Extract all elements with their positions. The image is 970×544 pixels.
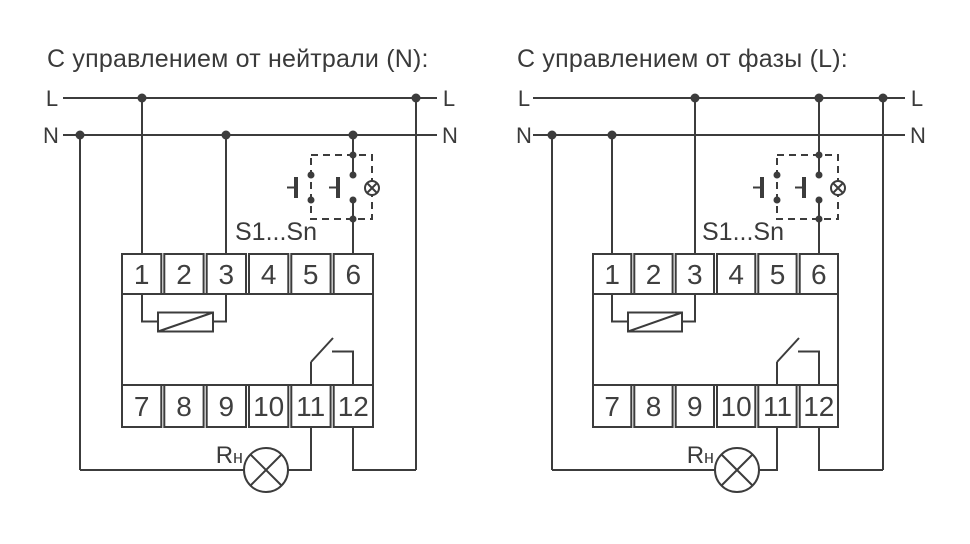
terminal-label: 5 bbox=[770, 259, 786, 290]
terminal-label: 9 bbox=[219, 391, 235, 422]
load-lamp: Rн bbox=[687, 442, 760, 493]
indicator-lamp-icon bbox=[830, 180, 846, 196]
lamp-icon bbox=[243, 447, 289, 493]
terminal-label: 2 bbox=[646, 259, 662, 290]
push-button-icon bbox=[795, 177, 806, 198]
terminal-row-bottom: 7 8 9 10 11 12 bbox=[121, 384, 375, 428]
relay-coil bbox=[611, 294, 696, 333]
terminal-label: 1 bbox=[604, 259, 620, 290]
push-buttons-group: S1...Sn bbox=[235, 151, 380, 246]
terminal-row-bottom: 7 8 9 10 11 12 bbox=[592, 384, 840, 428]
push-button-icon bbox=[753, 177, 764, 198]
terminal-label: 1 bbox=[134, 259, 150, 290]
wires bbox=[551, 98, 884, 471]
load-lamp: Rн bbox=[216, 442, 289, 493]
push-button-icon bbox=[287, 177, 298, 198]
phase-label-right: L bbox=[443, 86, 455, 111]
terminal-label: 6 bbox=[811, 259, 827, 290]
phase-label-left: L bbox=[46, 86, 58, 111]
diagram-phase-control: С управлением от фазы (L): L L N N bbox=[516, 45, 926, 493]
load-label: Rн bbox=[687, 442, 714, 469]
relay-contact bbox=[310, 337, 354, 385]
terminal-label: 7 bbox=[134, 391, 150, 422]
lamp-icon bbox=[714, 447, 760, 493]
terminal-label: 12 bbox=[803, 391, 834, 422]
diagram-title: С управлением от нейтрали (N): bbox=[47, 45, 429, 73]
relay-device: 1 2 3 4 5 6 7 8 9 10 11 12 bbox=[121, 253, 375, 428]
junction-dots bbox=[547, 93, 888, 140]
relay-contact bbox=[776, 337, 820, 385]
terminal-label: 10 bbox=[253, 391, 284, 422]
load-label: Rн bbox=[216, 442, 243, 469]
buttons-dashed-box bbox=[776, 154, 839, 220]
phase-label-left: L bbox=[518, 86, 530, 111]
wires bbox=[79, 98, 417, 471]
junction-dots bbox=[75, 93, 421, 140]
buttons-label: S1...Sn bbox=[702, 218, 784, 246]
terminal-label: 3 bbox=[687, 259, 703, 290]
push-button-icon bbox=[329, 177, 340, 198]
neutral-label-left: N bbox=[516, 123, 532, 148]
terminal-label: 7 bbox=[604, 391, 620, 422]
buttons-dashed-box bbox=[310, 154, 373, 220]
neutral-label-right: N bbox=[910, 123, 926, 148]
terminal-label: 10 bbox=[721, 391, 752, 422]
relay-coil bbox=[141, 294, 227, 333]
relay-device: 1 2 3 4 5 6 7 8 9 10 11 12 bbox=[592, 253, 840, 428]
diagram-neutral-control: С управлением от нейтрали (N): L L N N bbox=[43, 45, 458, 493]
terminal-label: 8 bbox=[646, 391, 662, 422]
neutral-line: N N bbox=[43, 123, 458, 148]
terminal-label: 8 bbox=[176, 391, 192, 422]
indicator-lamp-icon bbox=[364, 180, 380, 196]
neutral-label-right: N bbox=[442, 123, 458, 148]
terminal-label: 11 bbox=[296, 391, 325, 422]
terminal-label: 12 bbox=[338, 391, 369, 422]
phase-line: L L bbox=[518, 86, 923, 111]
buttons-label: S1...Sn bbox=[235, 218, 317, 246]
terminal-label: 6 bbox=[346, 259, 362, 290]
terminal-label: 11 bbox=[763, 391, 792, 422]
terminal-label: 4 bbox=[261, 259, 277, 290]
terminal-label: 9 bbox=[687, 391, 703, 422]
neutral-line: N N bbox=[516, 123, 926, 148]
terminal-row-top: 1 2 3 4 5 6 bbox=[121, 253, 375, 295]
terminal-label: 3 bbox=[219, 259, 235, 290]
device-body bbox=[121, 293, 374, 386]
device-body bbox=[592, 293, 839, 386]
terminal-row-top: 1 2 3 4 5 6 bbox=[592, 253, 840, 295]
push-buttons-group: S1...Sn bbox=[702, 151, 846, 246]
phase-label-right: L bbox=[911, 86, 923, 111]
terminal-label: 4 bbox=[728, 259, 744, 290]
terminal-label: 2 bbox=[176, 259, 192, 290]
diagram-title: С управлением от фазы (L): bbox=[517, 45, 848, 73]
phase-line: L L bbox=[46, 86, 455, 111]
neutral-label-left: N bbox=[43, 123, 59, 148]
terminal-label: 5 bbox=[303, 259, 319, 290]
